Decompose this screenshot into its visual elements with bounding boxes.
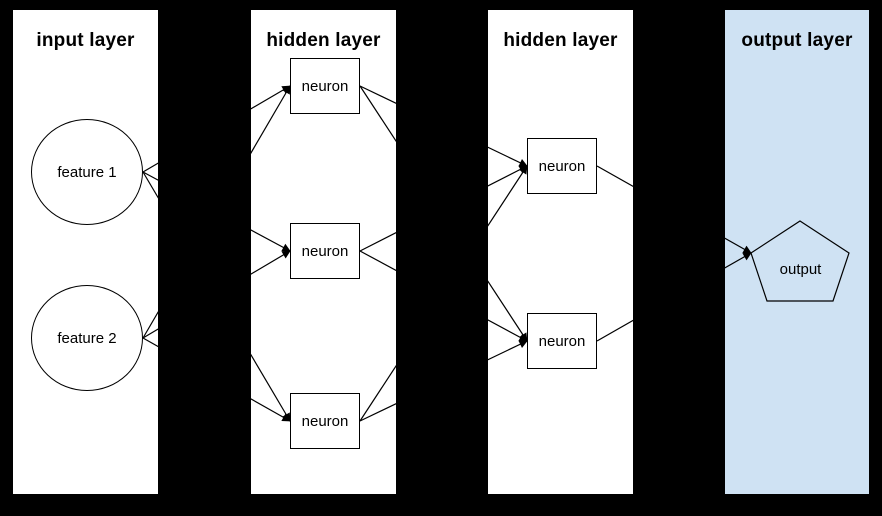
hidden1-neuron-2: neuron bbox=[290, 223, 360, 279]
feature-1-label: feature 1 bbox=[57, 163, 117, 181]
hidden2-neuron-2-label: neuron bbox=[538, 332, 586, 350]
hidden-layer-2-panel: hidden layer bbox=[488, 10, 633, 494]
output-layer-panel: output layer bbox=[725, 10, 869, 494]
hidden1-neuron-3-label: neuron bbox=[301, 412, 349, 430]
input-layer-title: input layer bbox=[36, 30, 135, 51]
hidden1-neuron-1-label: neuron bbox=[301, 77, 349, 95]
feature-2-label: feature 2 bbox=[57, 329, 117, 347]
hidden2-neuron-1: neuron bbox=[527, 138, 597, 194]
hidden1-neuron-1: neuron bbox=[290, 58, 360, 114]
hidden-layer-1-title: hidden layer bbox=[266, 30, 381, 51]
hidden1-neuron-2-label: neuron bbox=[301, 242, 349, 260]
output-layer-title: output layer bbox=[741, 30, 853, 51]
output-node-label: output bbox=[779, 261, 822, 278]
hidden1-neuron-3: neuron bbox=[290, 393, 360, 449]
input-layer-panel: input layer bbox=[13, 10, 158, 494]
hidden-layer-2-title: hidden layer bbox=[503, 30, 618, 51]
input-node-feature-2: feature 2 bbox=[31, 285, 143, 391]
input-node-feature-1: feature 1 bbox=[31, 119, 143, 225]
hidden2-neuron-2: neuron bbox=[527, 313, 597, 369]
hidden2-neuron-1-label: neuron bbox=[538, 157, 586, 175]
